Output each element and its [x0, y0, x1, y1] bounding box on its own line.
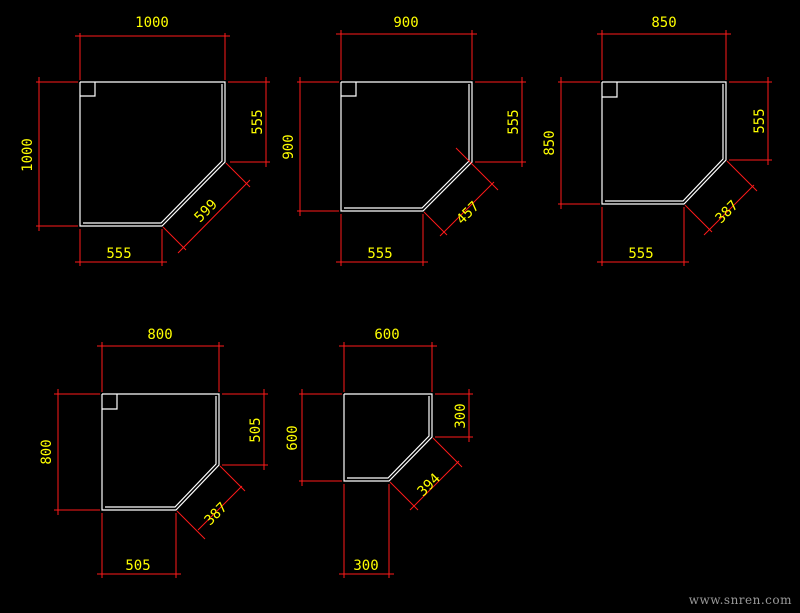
dim-diagonal: 394: [389, 437, 463, 511]
plan-outline-inner: [83, 84, 223, 224]
corner-plan-900: 900 900 555 555 457: [281, 15, 526, 266]
dim-left: 1000: [20, 77, 78, 231]
dim-label-diagonal: 387: [202, 500, 231, 529]
corner-notch: [80, 82, 96, 97]
dim-bottom: 555: [75, 229, 167, 266]
dim-label-height: 1000: [20, 138, 36, 172]
dim-right: 555: [475, 77, 526, 167]
dim-label-width: 850: [651, 15, 676, 31]
plan-outline: [340, 81, 473, 212]
plan-outline: [343, 393, 433, 482]
dim-right: 300: [435, 389, 473, 442]
plan-outline: [601, 81, 727, 205]
dim-label-height: 600: [285, 425, 301, 450]
dim-label-right: 505: [248, 417, 264, 442]
corner-notch: [341, 82, 357, 97]
dim-label-diagonal: 394: [415, 471, 444, 500]
corner-notch: [102, 394, 118, 410]
dim-label-bottom: 300: [353, 558, 378, 574]
corner-plan-600: 600 600 300 300 394: [285, 327, 473, 578]
dim-top: 600: [339, 327, 437, 392]
plan-outline-inner: [344, 84, 470, 209]
dim-label-right: 555: [506, 109, 522, 134]
dim-label-height: 900: [281, 134, 297, 159]
plan-outline-inner: [605, 84, 724, 202]
dim-label-bottom: 555: [106, 246, 131, 262]
dim-left: 900: [281, 77, 339, 216]
corner-notch: [602, 82, 618, 98]
watermark: www.snren.com: [688, 593, 792, 607]
dim-diagonal: 457: [423, 147, 499, 237]
dim-bottom: 505: [97, 513, 181, 578]
corner-plan-1000: 1000 1000 555 555 599: [20, 15, 270, 266]
corner-plan-850: 850 850 555 555 387: [542, 15, 772, 266]
dim-top: 1000: [75, 15, 230, 80]
dim-label-bottom: 555: [367, 246, 392, 262]
dim-label-width: 1000: [135, 15, 169, 31]
dim-diagonal: 387: [176, 465, 246, 540]
dim-left: 600: [285, 389, 342, 486]
dim-label-height: 850: [542, 130, 558, 155]
dim-left: 850: [542, 77, 600, 209]
plan-outline: [101, 393, 220, 511]
dim-label-diagonal: 457: [454, 199, 483, 228]
plan-outline-inner: [105, 396, 217, 508]
dim-label-diagonal: 599: [192, 197, 221, 226]
plan-outline-inner: [347, 396, 430, 479]
dim-bottom: 555: [597, 207, 689, 266]
dim-label-width: 600: [374, 327, 399, 343]
corner-plan-800: 800 800 505 505 387: [39, 327, 268, 578]
dim-label-right: 555: [250, 109, 266, 134]
dim-label-right: 555: [752, 108, 768, 133]
dim-right: 505: [222, 389, 268, 470]
dim-diagonal: 387: [684, 160, 758, 236]
dim-top: 800: [97, 327, 224, 392]
dim-label-bottom: 505: [125, 558, 150, 574]
dim-label-width: 900: [393, 15, 418, 31]
dim-right: 555: [228, 77, 270, 167]
dim-label-right: 300: [453, 403, 469, 428]
dim-label-bottom: 555: [628, 246, 653, 262]
dim-label-height: 800: [39, 439, 55, 464]
dim-bottom: 300: [339, 484, 394, 578]
dim-top: 850: [597, 15, 731, 80]
dim-bottom: 555: [336, 214, 428, 266]
dim-right: 555: [729, 77, 772, 165]
dim-top: 900: [336, 15, 477, 80]
dim-label-width: 800: [147, 327, 172, 343]
dim-left: 800: [39, 389, 100, 515]
plan-outline: [79, 81, 226, 227]
